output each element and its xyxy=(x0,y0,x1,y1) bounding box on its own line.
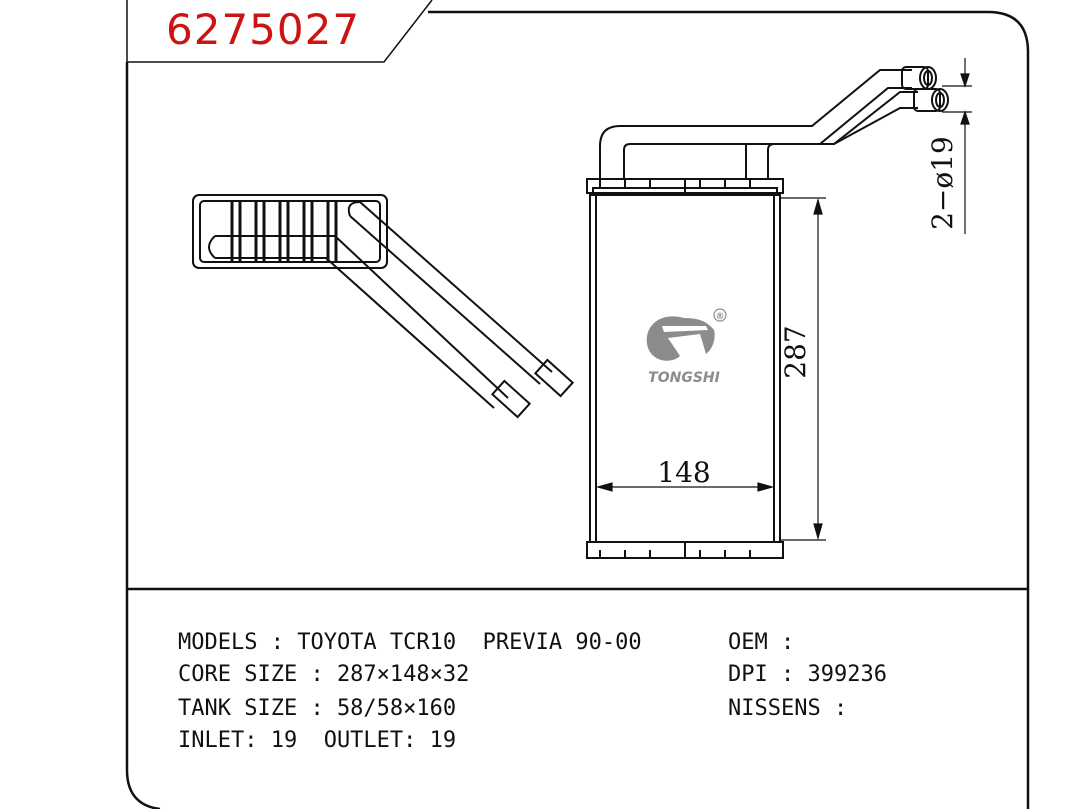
frame-left-border xyxy=(125,62,161,809)
spec-models: MODELS : TOYOTA TCR10 PREVIA 90-00 xyxy=(178,630,642,655)
dimension-label-pipes: 2−ø19 xyxy=(926,136,959,230)
spec-nissens: NISSENS : xyxy=(728,696,848,721)
spec-oem: OEM : xyxy=(728,630,795,655)
side-view-core-inner xyxy=(199,200,381,263)
registered-mark: ® xyxy=(716,312,725,322)
spec-dpi: DPI : 399236 xyxy=(728,662,887,687)
spec-tank-size: TANK SIZE : 58/58×160 xyxy=(178,696,457,721)
dimension-lines xyxy=(595,58,972,541)
side-view-fins xyxy=(230,201,338,262)
frame-top-right-border xyxy=(428,10,1030,809)
front-view-core xyxy=(589,194,781,543)
front-view xyxy=(586,66,949,559)
part-number: 6275027 xyxy=(166,5,361,54)
spec-core-size: CORE SIZE : 287×148×32 xyxy=(178,662,470,687)
front-view-pipe-end-lower xyxy=(913,88,941,112)
side-view-tube-end-lower xyxy=(490,379,532,419)
front-view-pipe-outer xyxy=(599,69,912,179)
dimension-label-height: 287 xyxy=(779,325,812,378)
dimension-label-width: 148 xyxy=(657,456,710,489)
tongshi-logo-icon xyxy=(646,308,727,361)
side-view-core-outer xyxy=(192,194,388,269)
title-tab-border xyxy=(126,0,433,63)
side-view-tube-end-upper xyxy=(533,358,575,398)
spec-inlet-outlet: INLET: 19 OUTLET: 19 xyxy=(178,728,457,753)
brand-name: TONGSHI xyxy=(648,370,720,386)
side-view xyxy=(192,194,575,419)
